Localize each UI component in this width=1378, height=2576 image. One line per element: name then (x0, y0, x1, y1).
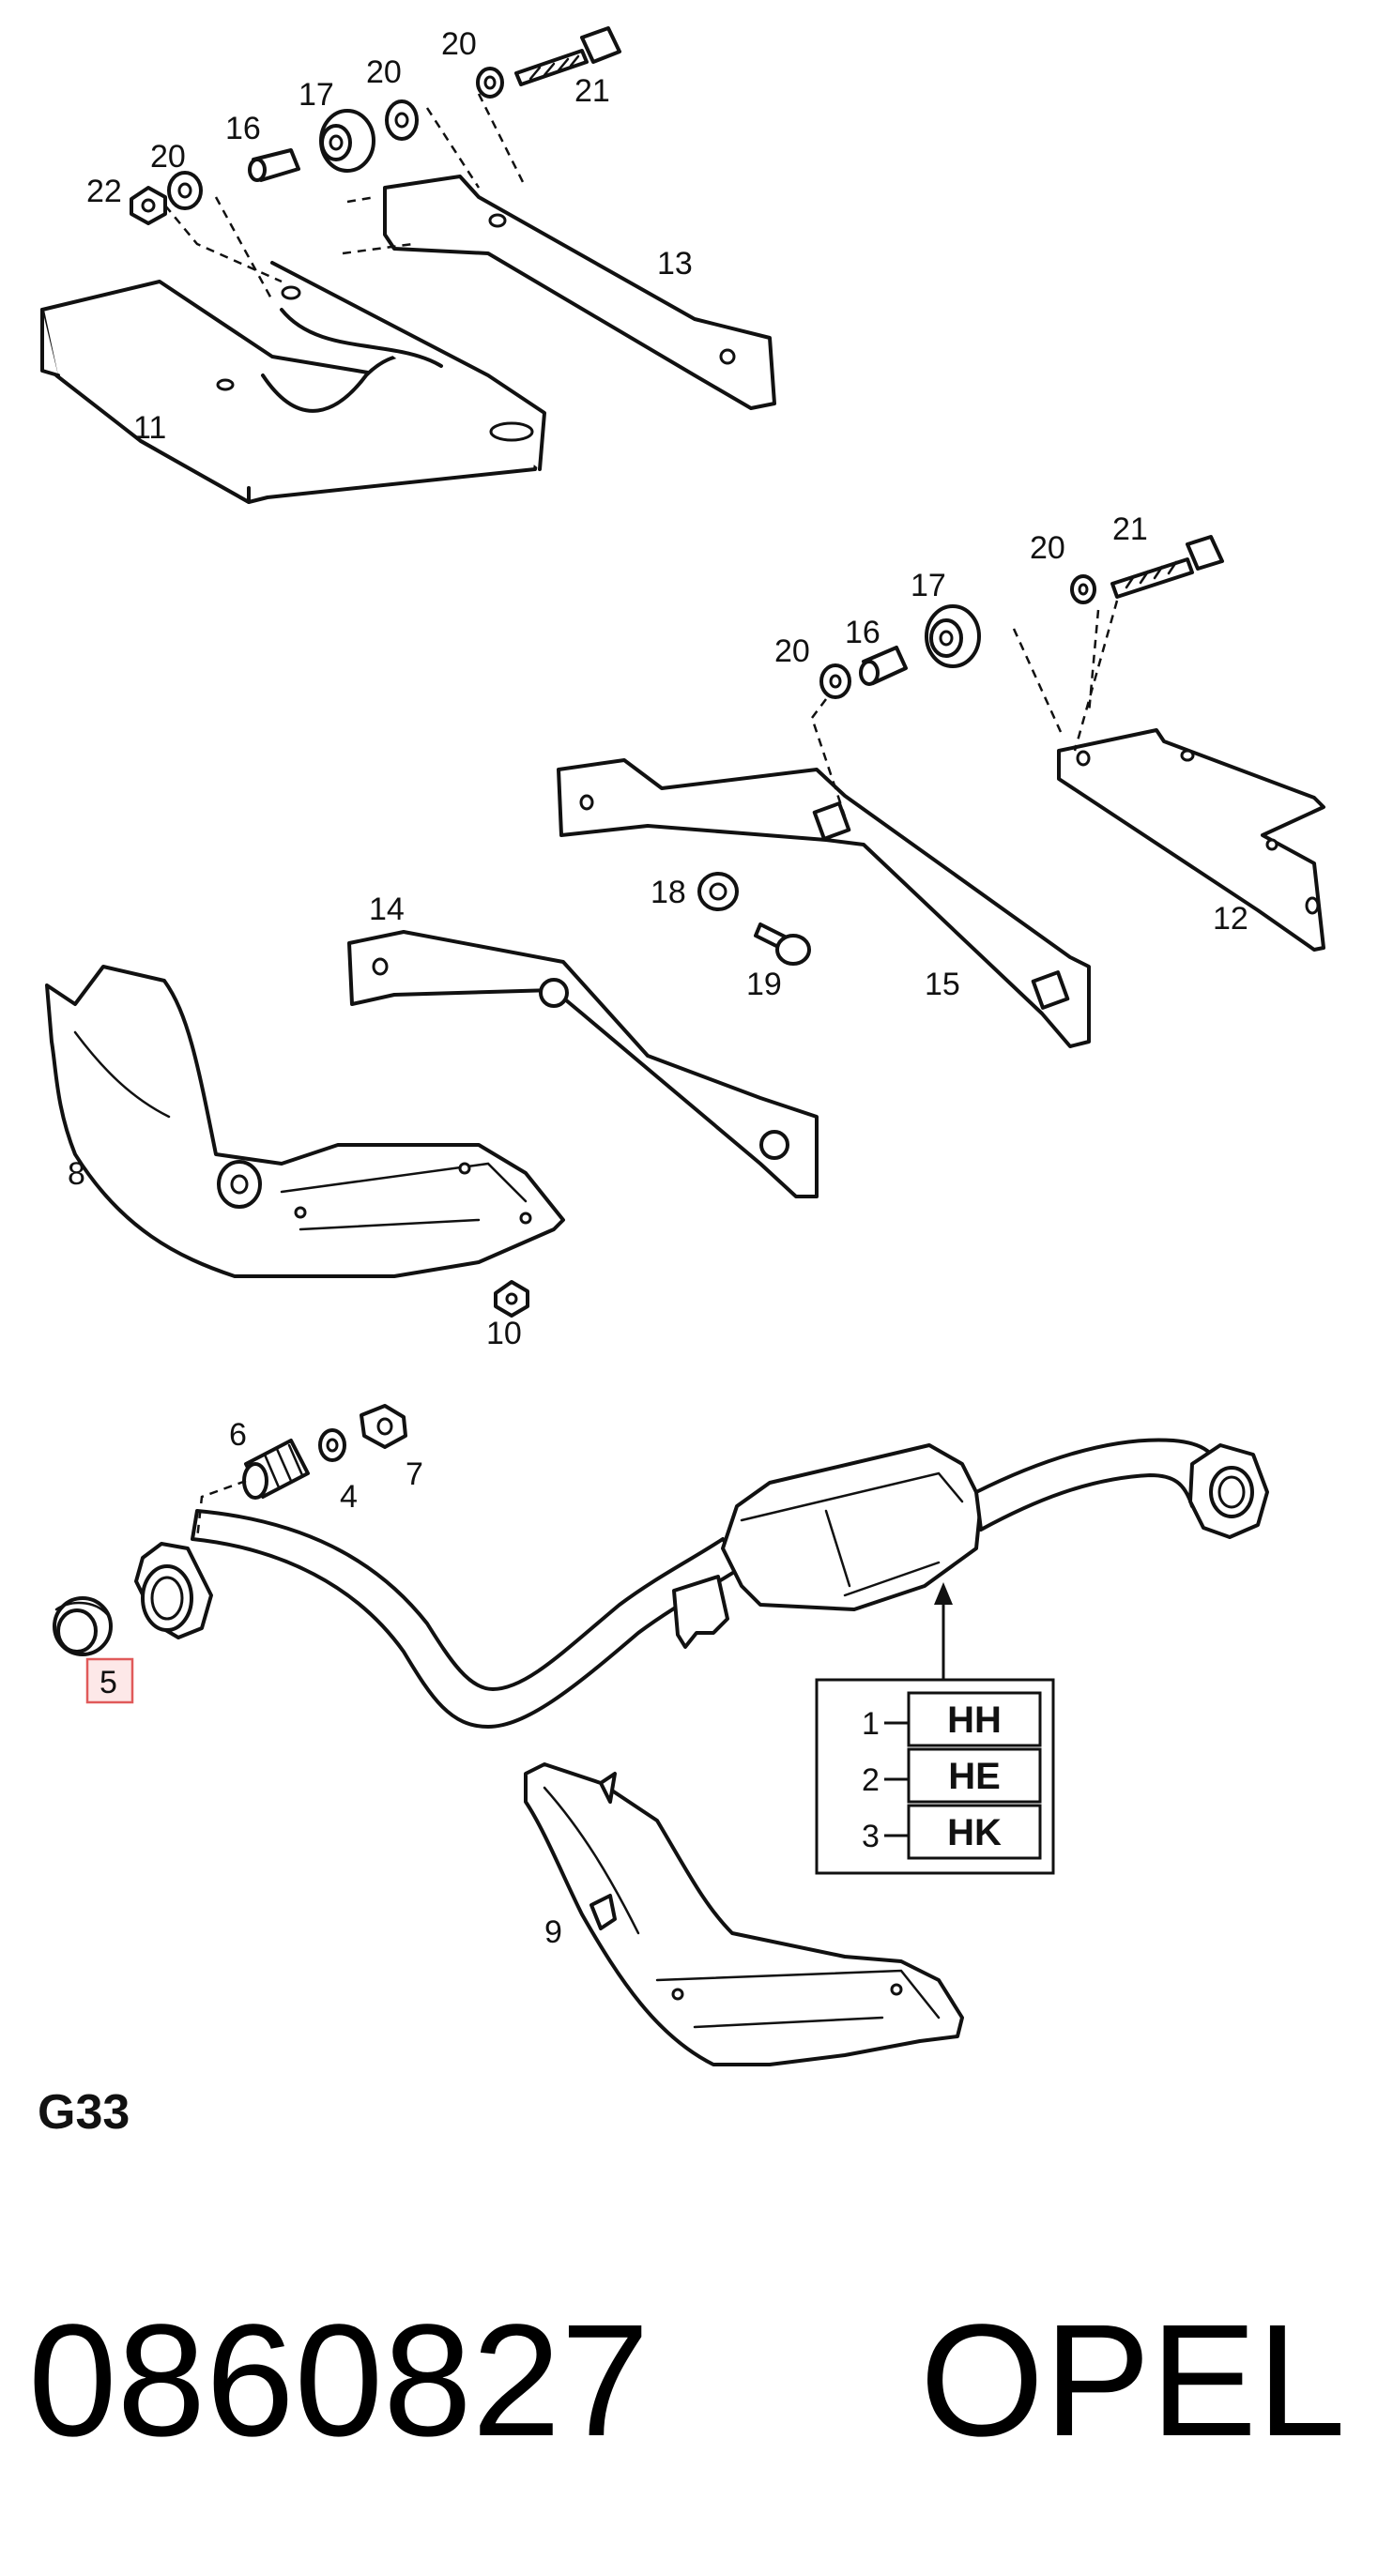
variant-index-2: 2 (862, 1762, 880, 1798)
label-20-mid-left: 20 (774, 633, 810, 669)
variant-code-he: HE (948, 1756, 1001, 1797)
label-11: 11 (133, 410, 166, 446)
lower-hardware (195, 1404, 407, 1540)
group-code: G33 (38, 2085, 130, 2140)
label-7: 7 (406, 1456, 423, 1492)
label-9: 9 (544, 1914, 562, 1950)
label-21-top: 21 (574, 73, 610, 109)
part-15-bracket (557, 758, 1091, 1048)
highlight-box-part-5 (85, 1657, 134, 1704)
label-14: 14 (369, 892, 405, 927)
part-1-exhaust-pipe-catalyst (134, 1438, 1269, 1729)
label-16-top: 16 (225, 111, 261, 146)
label-21-mid: 21 (1112, 511, 1148, 547)
label-20-mid-right: 20 (1030, 530, 1065, 566)
part-number: 0860827 (28, 2292, 650, 2470)
variant-code-hk: HK (947, 1812, 1002, 1853)
label-20-top-mid: 20 (366, 54, 402, 90)
part-8-heat-shield (45, 965, 565, 1278)
middle-hardware (494, 535, 1224, 1318)
label-22: 22 (86, 174, 122, 209)
label-18: 18 (651, 875, 686, 910)
part-5-seal-ring (53, 1596, 113, 1656)
variant-index-3: 3 (862, 1819, 880, 1854)
part-11-crossmember (40, 261, 546, 504)
variant-table: 1 2 3 HH HE HK (815, 1678, 1055, 1875)
variant-code-hh: HH (947, 1700, 1002, 1741)
label-12: 12 (1213, 901, 1248, 937)
label-20-top-right: 20 (441, 26, 477, 62)
label-19: 19 (746, 967, 782, 1002)
label-8: 8 (68, 1156, 85, 1192)
label-15: 15 (925, 967, 960, 1002)
part-14-bracket (347, 930, 819, 1198)
variant-index-1: 1 (862, 1706, 880, 1742)
label-6: 6 (229, 1417, 247, 1453)
part-12-bracket (1057, 728, 1325, 952)
label-4: 4 (340, 1479, 358, 1515)
label-20-top-left: 20 (150, 139, 186, 175)
part-9-heat-shield (524, 1762, 964, 2066)
brand-name: OPEL (920, 2292, 1346, 2470)
label-10: 10 (486, 1316, 522, 1351)
top-hardware (130, 26, 621, 301)
label-17-top: 17 (299, 77, 334, 113)
label-5-highlighted: 5 (100, 1665, 117, 1700)
callout-labels: 20 21 20 17 16 20 22 13 11 20 21 17 20 1… (68, 26, 1248, 1950)
label-17-mid: 17 (911, 568, 946, 603)
label-16-mid: 16 (845, 615, 880, 650)
label-13: 13 (657, 246, 693, 282)
